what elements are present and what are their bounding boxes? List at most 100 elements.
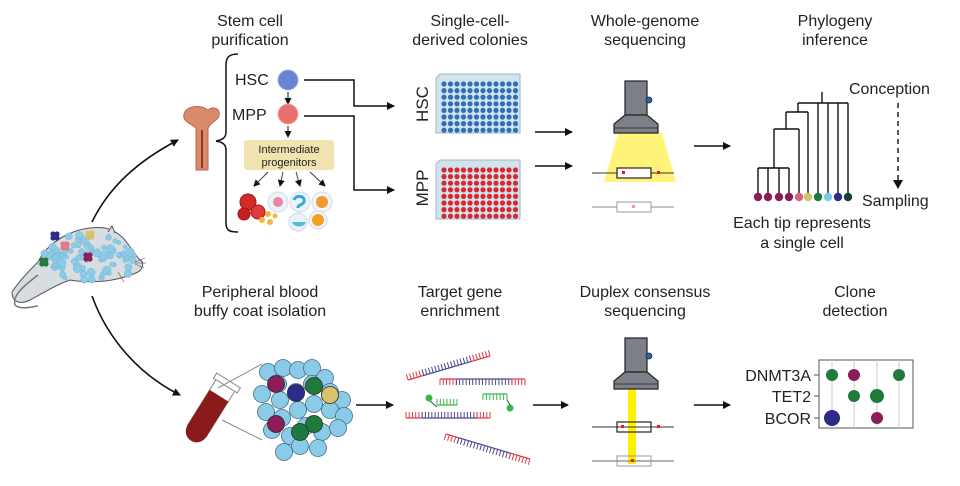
well xyxy=(454,88,460,94)
conception-label: Conception xyxy=(849,81,930,98)
mouse-cell xyxy=(106,251,115,260)
well xyxy=(493,213,499,219)
well xyxy=(480,174,486,180)
wgs-dna-fragment-faded xyxy=(592,201,674,213)
mouse-cell xyxy=(52,253,59,260)
well xyxy=(454,127,460,133)
dna-base xyxy=(472,442,476,449)
mouse-clone-cell xyxy=(50,231,56,237)
mouse-clone-cell xyxy=(54,231,60,237)
well xyxy=(480,88,486,94)
mouse-cell xyxy=(125,247,135,257)
well xyxy=(486,81,493,87)
well xyxy=(493,200,499,206)
mouse-clone-cell xyxy=(43,261,49,267)
tree-tip-cell xyxy=(794,192,804,202)
well xyxy=(512,167,519,173)
well xyxy=(512,200,519,206)
mouse-clone-cell xyxy=(83,256,89,262)
well xyxy=(447,193,454,199)
well xyxy=(473,114,480,120)
well xyxy=(493,187,499,193)
well xyxy=(467,101,473,107)
well xyxy=(467,107,473,113)
well xyxy=(506,207,512,213)
tree-tip-cell xyxy=(784,192,794,202)
well xyxy=(447,121,454,127)
mouse-cell xyxy=(75,231,84,240)
probe-linker xyxy=(506,399,511,406)
mouse-cell xyxy=(109,261,115,267)
title-line: buffy coat isolation xyxy=(193,303,327,320)
tree-tip-cell xyxy=(813,192,823,202)
dna-base xyxy=(446,362,450,369)
well xyxy=(473,101,480,107)
well xyxy=(499,200,506,206)
well xyxy=(460,174,467,180)
title-line: Clone xyxy=(834,284,876,301)
probe-linker xyxy=(429,400,438,408)
title-line: Whole-genome xyxy=(590,13,700,30)
dna-base xyxy=(469,441,473,448)
tree-tip-cell xyxy=(833,192,843,202)
dna-base xyxy=(415,371,418,378)
well xyxy=(460,180,467,186)
mouse-cell xyxy=(70,258,78,265)
well xyxy=(480,167,486,173)
mouse-tail xyxy=(13,274,39,309)
well xyxy=(473,94,480,100)
well xyxy=(512,81,519,87)
clone-dot xyxy=(848,369,860,381)
blood-cell xyxy=(305,395,323,413)
well xyxy=(454,81,460,87)
well xyxy=(499,94,506,100)
plate-mpp-label: MPP xyxy=(413,170,432,207)
dna-base xyxy=(405,374,409,381)
well xyxy=(499,121,506,127)
mouse-cell xyxy=(87,275,96,284)
well xyxy=(467,121,473,127)
mouse-ear xyxy=(107,224,116,234)
blood-cell xyxy=(271,391,289,409)
well xyxy=(499,101,506,107)
mpp-96-well-plate xyxy=(435,159,521,220)
tree-tip-cell xyxy=(803,192,813,202)
dna-base xyxy=(495,449,499,456)
well xyxy=(506,167,512,173)
dna-base xyxy=(481,351,485,358)
mouse-cell xyxy=(40,249,49,258)
well xyxy=(506,200,512,206)
well xyxy=(486,88,493,94)
well xyxy=(506,107,512,113)
well xyxy=(480,121,486,127)
time-arrowhead xyxy=(893,180,903,189)
title-line: Duplex consensus xyxy=(579,284,711,301)
dna-base xyxy=(466,440,470,447)
well xyxy=(512,114,519,120)
mouse-cell xyxy=(122,258,128,263)
mouse-illustration xyxy=(11,224,146,309)
tip-caption-line2: a single cell xyxy=(760,235,844,252)
well xyxy=(493,180,499,186)
dna-base xyxy=(482,445,486,452)
well xyxy=(499,127,506,133)
well xyxy=(499,114,506,120)
dna-base xyxy=(412,372,415,379)
well xyxy=(486,200,493,206)
mouse-clone-cell xyxy=(87,256,93,262)
well xyxy=(506,101,512,107)
well xyxy=(499,174,506,180)
mouse-clone-cell xyxy=(89,234,95,240)
dna-base xyxy=(489,447,492,454)
blood-cell xyxy=(253,385,271,403)
well xyxy=(499,167,506,173)
dna-base xyxy=(443,433,447,440)
mouse-cell xyxy=(116,252,122,258)
well xyxy=(473,88,480,94)
well xyxy=(447,114,454,120)
title-line: enrichment xyxy=(420,303,500,320)
dna-base xyxy=(459,438,463,445)
well xyxy=(473,121,480,127)
wgs-sequencer-icon xyxy=(604,80,676,182)
dna-base xyxy=(527,458,531,465)
